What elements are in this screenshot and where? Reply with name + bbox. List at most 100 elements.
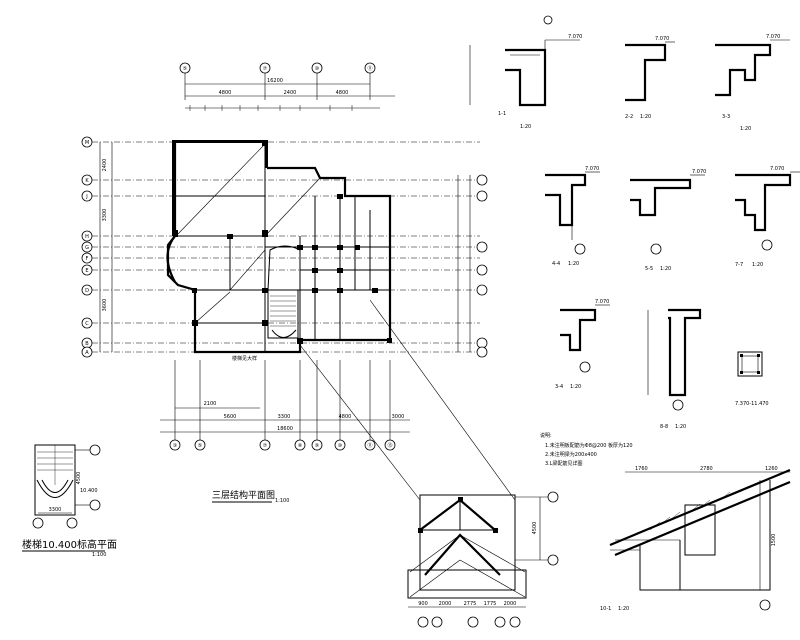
- top-dim-2: 2400: [284, 90, 297, 96]
- roof-dim-3: 2775: [464, 601, 477, 607]
- section-label-5: 5-5: [645, 266, 653, 272]
- axis-bottom-2: ⑤: [198, 443, 202, 449]
- eave-detail: 1760 2780 1260 1500 10-1 1:20: [600, 466, 791, 612]
- section-2-2: 7.070 2-2 1:20: [625, 36, 675, 120]
- general-notes: 说明: 1.未注明板配筋为Φ8@200 板厚为120 2.未注明梁为200x40…: [540, 432, 633, 467]
- axis-left-E: E: [85, 268, 88, 274]
- section-label-7: 3-4: [555, 384, 563, 390]
- roof-dim-2: 2000: [439, 601, 452, 607]
- axis-left-G: G: [85, 245, 89, 251]
- axis-bottom-7: ⑪: [367, 442, 372, 449]
- axis-left-D: D: [85, 288, 89, 294]
- section-3-3: 7.070 3-3 1:20: [715, 34, 790, 132]
- roof-dim-1: 900: [418, 601, 428, 607]
- axis-left-H: H: [85, 234, 89, 240]
- note-3: 3.L梁配筋见详图: [545, 460, 583, 467]
- column-label: 7.370-11.470: [735, 401, 769, 407]
- elev-mark-6: 7.070: [770, 166, 784, 172]
- elev-mark-2: 7.070: [655, 36, 669, 42]
- stair-core: [267, 245, 301, 339]
- plan-title: 三层结构平面图: [212, 489, 275, 501]
- elev-mark-1: 7.070: [568, 34, 582, 40]
- left-dim-1: 2400: [102, 159, 108, 172]
- stair-level: 10.400: [80, 488, 98, 494]
- left-axes: [92, 141, 480, 353]
- axis-bottom-1: ③: [173, 443, 177, 449]
- roof-dim-5: 2000: [504, 601, 517, 607]
- section-label-2: 2-2: [625, 114, 633, 120]
- axis-left-J: J: [85, 194, 87, 200]
- elev-mark-4: 7.070: [585, 166, 599, 172]
- section-1-1: 7.070 1-1 1:20: [469, 15, 582, 130]
- bottom-dim-total: 18600: [277, 426, 293, 432]
- left-dim-2: 3300: [102, 209, 108, 222]
- stair-detail-scale: 1:100: [92, 552, 106, 558]
- section-scale-5: 1:20: [660, 266, 671, 272]
- notes-title: 说明:: [540, 432, 552, 439]
- bottom-dim-2: 3300: [278, 414, 291, 420]
- stair-dim-h: 4500: [76, 472, 82, 485]
- axis-top-2: ⑦: [263, 66, 268, 72]
- section-scale-6: 1:20: [752, 262, 763, 268]
- eave-scale: 1:20: [618, 606, 629, 612]
- section-label-3: 3-3: [722, 114, 730, 120]
- roof-dim-h: 4500: [532, 522, 538, 535]
- section-label-8: 8-8: [660, 424, 668, 430]
- axis-left-M: M: [85, 140, 89, 146]
- section-7-7: 7.070 7-7 1:20: [735, 166, 800, 268]
- section-scale-2: 1:20: [640, 114, 651, 120]
- elev-mark-7: 7.070: [595, 299, 609, 305]
- section-scale-4: 1:20: [568, 261, 579, 267]
- top-dim-3: 4800: [336, 90, 349, 96]
- stair-note: 楼梯见大样: [232, 355, 257, 362]
- section-label-1: 1-1: [498, 111, 506, 117]
- axis-top-3: ⑩: [315, 66, 320, 72]
- axis-left-F: F: [86, 256, 89, 262]
- section-scale-3: 1:20: [740, 126, 751, 132]
- section-label-6: 7-7: [735, 262, 743, 268]
- left-dim-3: 3600: [102, 299, 108, 312]
- eave-label: 10-1: [600, 606, 611, 612]
- section-small-a: 7.070 3-4 1:20: [555, 299, 610, 390]
- column-section: 7.370-11.470: [735, 351, 769, 407]
- axis-left-A: A: [85, 350, 89, 356]
- bottom-dim-4: 3000: [392, 414, 405, 420]
- elev-mark-3: 7.070: [766, 34, 780, 40]
- section-4-4: 7.070 4-4 1:20: [545, 166, 600, 267]
- bottom-dim-3: 4800: [339, 414, 352, 420]
- axis-bottom-3: ⑦: [263, 443, 268, 449]
- eave-dim-h: 1500: [771, 534, 777, 547]
- stair-detail: 3300 4500 10.400: [32, 444, 101, 529]
- axis-bottom-8: ⑬: [387, 442, 392, 449]
- section-scale-7: 1:20: [570, 384, 581, 390]
- bottom-dim-1: 5600: [224, 414, 237, 420]
- section-8-8: 8-8 1:20: [647, 308, 702, 430]
- axis-bottom-6: ⑩: [338, 443, 343, 449]
- floor-plan: ⑤ ⑦ ⑩ ⑪ 16200 4800 2400 4800: [81, 62, 516, 501]
- plan-scale: 1:100: [275, 498, 289, 504]
- axis-bottom-4: ⑧: [298, 443, 303, 449]
- axis-left-K: K: [85, 178, 89, 184]
- axis-top-1: ⑤: [183, 66, 187, 72]
- axis-left-B: B: [85, 341, 89, 347]
- note-2: 2.未注明梁为200x400: [545, 451, 597, 458]
- top-dim-total: 16200: [267, 78, 283, 84]
- elev-mark-5: 7.070: [692, 169, 706, 175]
- eave-dim-3: 1260: [765, 466, 778, 472]
- axis-top-4: ⑪: [367, 65, 372, 72]
- note-1: 1.未注明板配筋为Φ8@200 板厚为120: [545, 442, 633, 449]
- section-scale-8: 1:20: [675, 424, 686, 430]
- section-5-5: 7.070 5-5 1:20: [630, 169, 706, 272]
- axis-left-C: C: [85, 321, 89, 327]
- stair-dim-w: 3300: [49, 507, 62, 513]
- stair-detail-title: 楼梯10.400标高平面: [22, 538, 117, 551]
- section-label-4: 4-4: [552, 261, 560, 267]
- axis-bottom-5: ⑨: [315, 443, 319, 449]
- bottom-dim-aux: 2100: [204, 401, 217, 407]
- eave-dim-1: 1760: [635, 466, 648, 472]
- eave-dim-2: 2780: [700, 466, 713, 472]
- roof-dim-4: 1775: [484, 601, 497, 607]
- roof-detail: 4500 900 2000 2775 1775 2000: [407, 491, 559, 628]
- section-scale-1: 1:20: [520, 124, 531, 130]
